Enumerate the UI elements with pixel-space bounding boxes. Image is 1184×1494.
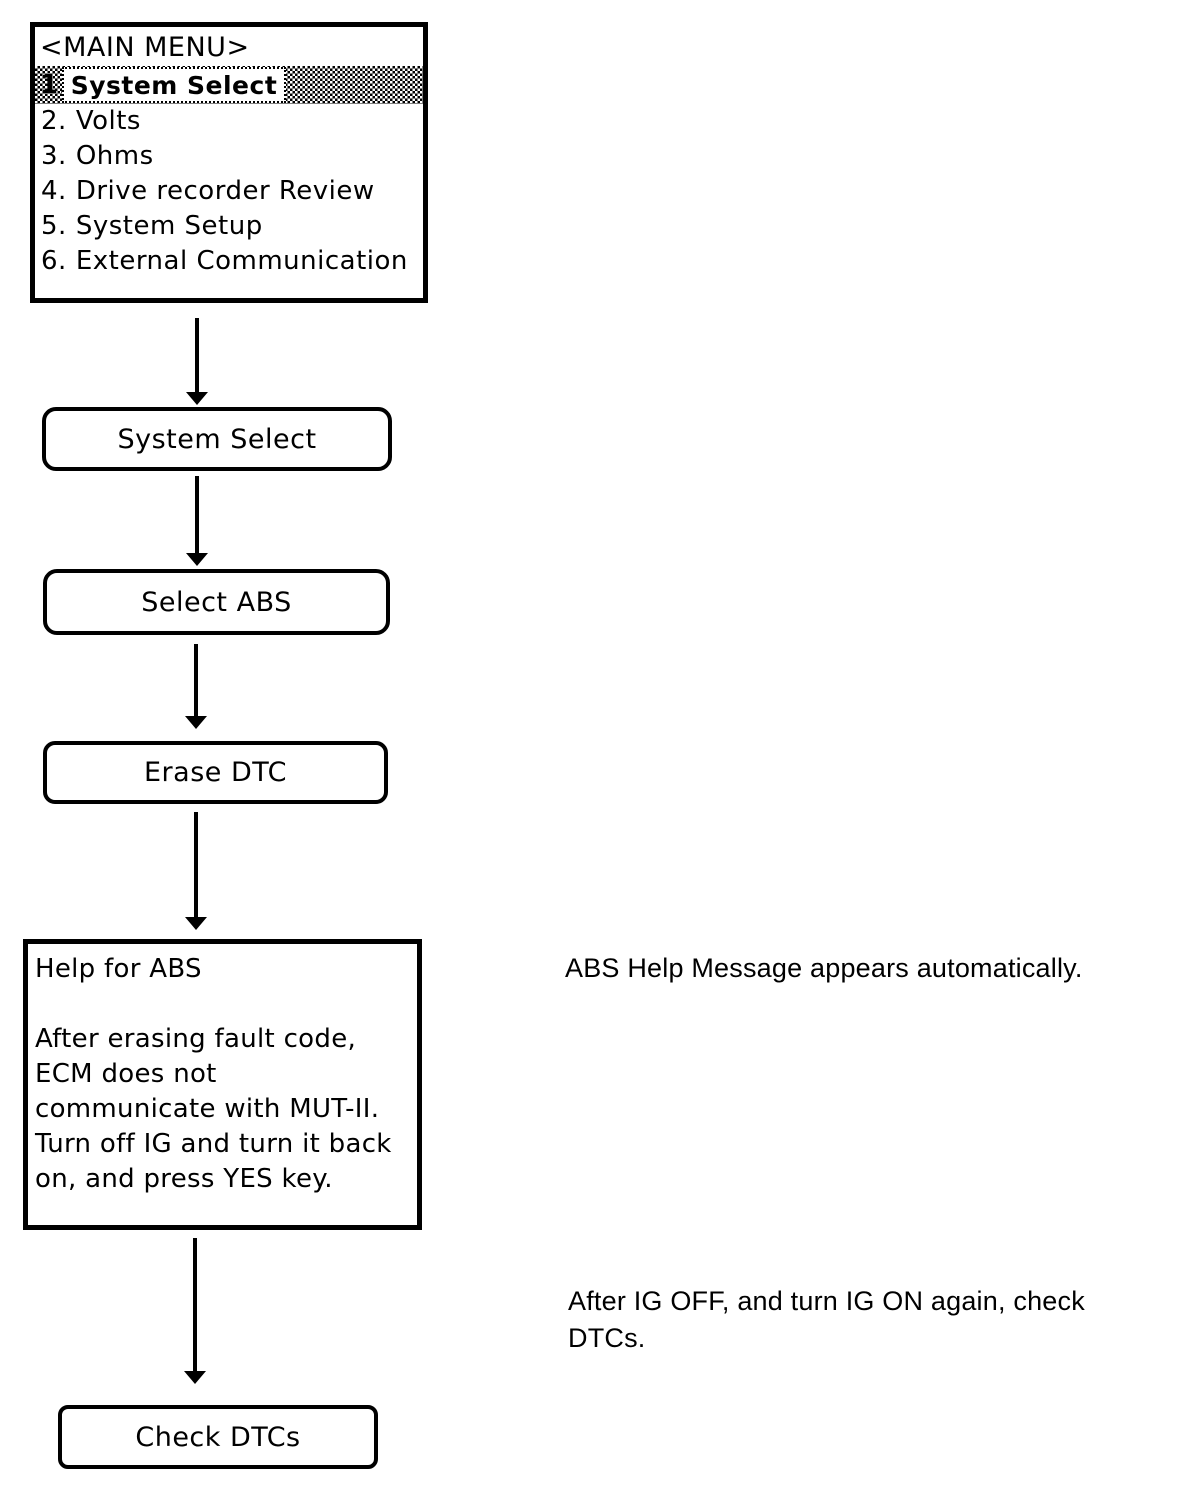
menu-item-system-select: 1. System Select xyxy=(35,66,423,104)
menu-item-label: System Setup xyxy=(75,211,263,241)
arrow-head-icon xyxy=(186,392,208,405)
menu-item-label: Volts xyxy=(75,106,141,136)
arrow-head-icon xyxy=(185,716,207,729)
arrow-shaft xyxy=(195,476,199,554)
flow-arrow-menu-to-system-select xyxy=(185,318,209,405)
menu-item-label: External Communication xyxy=(75,246,408,276)
step-label: Select ABS xyxy=(141,586,292,618)
menu-item-volts: 2. Volts xyxy=(35,104,423,139)
menu-item-label: Drive recorder Review xyxy=(75,176,375,206)
flow-arrow-select-abs-to-erase-dtc xyxy=(184,644,208,729)
main-menu-title: <MAIN MENU> xyxy=(40,32,250,63)
menu-item-number: 2. xyxy=(41,106,67,136)
arrow-shaft xyxy=(193,1238,197,1372)
menu-item-ohms: 3. Ohms xyxy=(35,139,423,174)
menu-item-external-communication: 6. External Communication xyxy=(35,244,423,279)
flow-arrow-system-select-to-select-abs xyxy=(185,476,209,566)
flow-arrow-erase-dtc-to-help-screen xyxy=(184,812,208,930)
arrow-head-icon xyxy=(184,1371,206,1384)
flow-arrow-help-screen-to-check-dtcs xyxy=(183,1238,207,1384)
arrow-shaft xyxy=(195,318,199,393)
step-label: Check DTCs xyxy=(135,1421,301,1453)
step-erase-dtc: Erase DTC xyxy=(43,741,388,804)
menu-item-label: Ohms xyxy=(75,141,154,171)
annotation-check-dtcs: After IG OFF, and turn IG ON again, chec… xyxy=(568,1286,1085,1353)
main-menu-screen: <MAIN MENU> 1. System Select 2. Volts 3. O… xyxy=(30,22,428,303)
menu-item-drive-recorder-review: 4. Drive recorder Review xyxy=(35,174,423,209)
step-label: System Select xyxy=(117,423,317,455)
arrow-shaft xyxy=(194,644,198,717)
arrow-head-icon xyxy=(186,553,208,566)
help-screen: Help for ABS After erasing fault code, E… xyxy=(23,939,422,1230)
help-screen-title: Help for ABS xyxy=(35,954,202,984)
step-label: Erase DTC xyxy=(143,757,288,788)
arrow-head-icon xyxy=(185,917,207,930)
arrow-shaft xyxy=(194,812,198,918)
menu-item-label: System Select xyxy=(70,70,278,100)
help-screen-body: After erasing fault code, ECM does not c… xyxy=(35,1024,392,1194)
menu-item-number: 3. xyxy=(41,141,67,171)
step-select-abs: Select ABS xyxy=(43,569,390,635)
annotation-help-message: ABS Help Message appears automatically. xyxy=(565,953,1083,983)
menu-item-number: 4. xyxy=(41,176,67,206)
menu-item-system-setup: 5. System Setup xyxy=(35,209,423,244)
step-system-select: System Select xyxy=(42,407,392,471)
menu-item-number: 5. xyxy=(41,211,67,241)
menu-item-number: 6. xyxy=(41,246,67,276)
menu-selection-frame: System Select xyxy=(62,67,286,103)
step-check-dtcs: Check DTCs xyxy=(58,1405,378,1469)
